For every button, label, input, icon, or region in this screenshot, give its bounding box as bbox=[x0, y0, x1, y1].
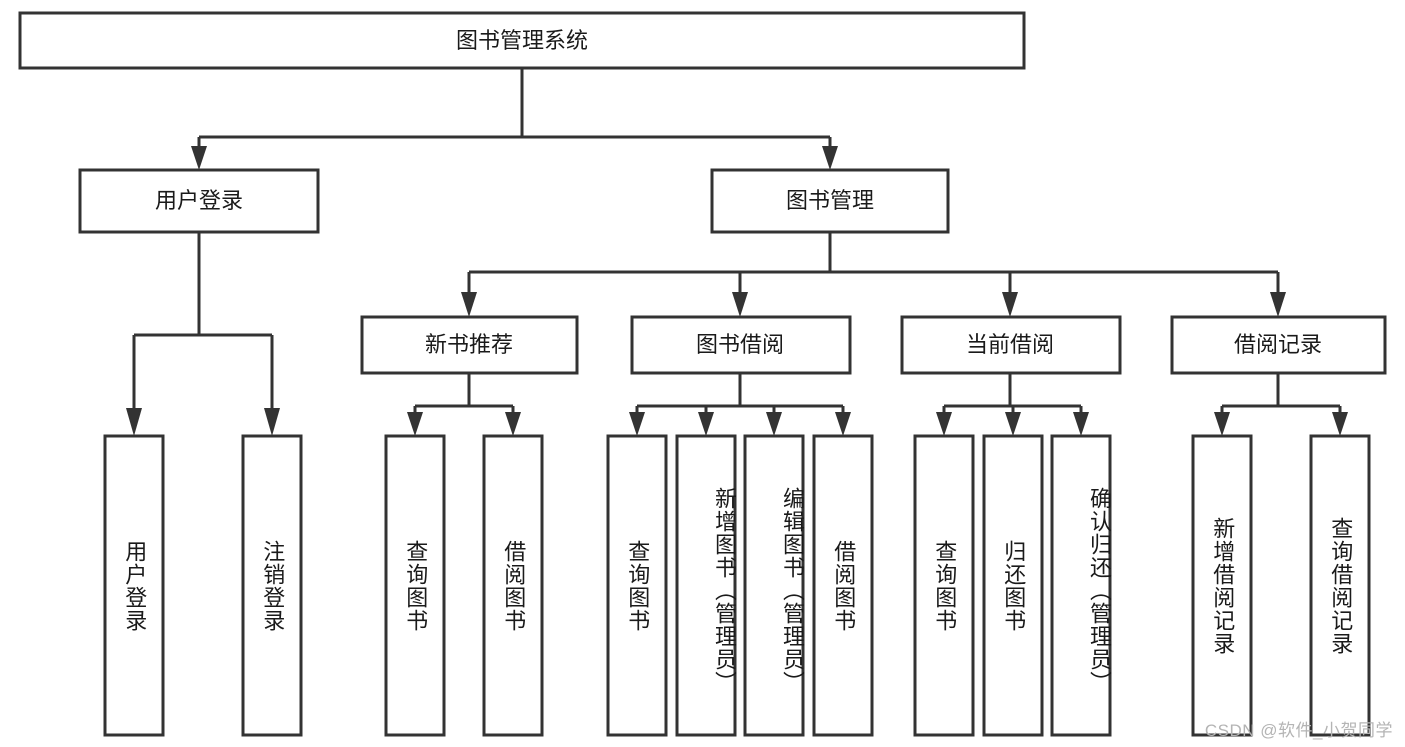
node-leaf-rec-borrow-book-box[interactable] bbox=[482, 434, 544, 737]
node-leaf-borrow-query-book-box[interactable] bbox=[606, 434, 668, 737]
node-leaf-borrow-book-box[interactable] bbox=[812, 434, 874, 737]
arrow-bb-leaf1-icon bbox=[629, 412, 645, 436]
node-root-label: 图书管理系统 bbox=[456, 28, 588, 53]
node-book-borrow-label: 图书借阅 bbox=[696, 332, 784, 357]
node-borrow-record-label: 借阅记录 bbox=[1234, 332, 1322, 357]
node-book-borrow-box[interactable] bbox=[630, 315, 852, 375]
node-user-login-label: 用户登录 bbox=[155, 188, 243, 213]
arrow-nbr-leaf1-icon bbox=[407, 412, 423, 436]
arrow-nbr-leaf2-icon bbox=[505, 412, 521, 436]
node-leaf-rec-query-book-box[interactable] bbox=[384, 434, 446, 737]
node-leaf-borrow-add-book-box[interactable] bbox=[675, 434, 737, 737]
node-book-manage-box[interactable] bbox=[710, 168, 950, 234]
connector-layer bbox=[126, 68, 1348, 436]
node-borrow-record[interactable]: 借阅记录 bbox=[1170, 315, 1387, 375]
arrow-br-leaf1-icon bbox=[1214, 412, 1230, 436]
node-borrow-record-box[interactable] bbox=[1170, 315, 1387, 375]
node-new-book-rec-label: 新书推荐 bbox=[425, 332, 513, 357]
arrow-bb-leaf3-icon bbox=[766, 412, 782, 436]
node-leaf-cur-confirm-return-box[interactable] bbox=[1050, 434, 1112, 737]
node-leaf-user-logout-box[interactable] bbox=[241, 434, 303, 737]
node-leaf-cur-return-book-box[interactable] bbox=[982, 434, 1044, 737]
arrow-ul-leaf1-icon bbox=[126, 408, 142, 436]
node-leaf-rec-add-record-box[interactable] bbox=[1191, 434, 1253, 737]
node-root[interactable]: 图书管理系统 bbox=[18, 11, 1026, 70]
arrow-br-leaf2-icon bbox=[1332, 412, 1348, 436]
node-user-login[interactable]: 用户登录 bbox=[78, 168, 320, 234]
node-user-login-box[interactable] bbox=[78, 168, 320, 234]
leaf-node-layer bbox=[103, 434, 1371, 737]
node-book-borrow[interactable]: 图书借阅 bbox=[630, 315, 852, 375]
node-current-borrow-box[interactable] bbox=[900, 315, 1122, 375]
node-layer: 图书管理系统 用户登录 图书管理 新书推荐 图书借阅 当前 bbox=[18, 11, 1387, 737]
arrow-cb-leaf2-icon bbox=[1005, 412, 1021, 436]
node-book-manage-label: 图书管理 bbox=[786, 188, 874, 213]
node-leaf-rec-query-record-box[interactable] bbox=[1309, 434, 1371, 737]
node-new-book-rec[interactable]: 新书推荐 bbox=[360, 315, 579, 375]
node-current-borrow[interactable]: 当前借阅 bbox=[900, 315, 1122, 375]
node-leaf-borrow-edit-book-box[interactable] bbox=[743, 434, 805, 737]
arrow-root-to-user-login-icon bbox=[191, 146, 207, 170]
node-new-book-rec-box[interactable] bbox=[360, 315, 579, 375]
arrow-bm-current-borrow-icon bbox=[1002, 292, 1018, 317]
arrow-bb-leaf2-icon bbox=[698, 412, 714, 436]
node-book-manage[interactable]: 图书管理 bbox=[710, 168, 950, 234]
arrow-bb-leaf4-icon bbox=[835, 412, 851, 436]
arrow-cb-leaf1-icon bbox=[936, 412, 952, 436]
arrow-ul-leaf2-icon bbox=[264, 408, 280, 436]
arrow-bm-borrow-record-icon bbox=[1270, 292, 1286, 317]
arrow-bm-book-borrow-icon bbox=[732, 292, 748, 317]
arrow-bm-new-book-icon bbox=[461, 292, 477, 317]
node-current-borrow-label: 当前借阅 bbox=[966, 332, 1054, 357]
node-leaf-cur-query-book-box[interactable] bbox=[913, 434, 975, 737]
arrow-cb-leaf3-icon bbox=[1073, 412, 1089, 436]
arrow-root-to-book-manage-icon bbox=[822, 146, 838, 170]
node-leaf-user-login-box[interactable] bbox=[103, 434, 165, 737]
node-root-box[interactable] bbox=[18, 11, 1026, 70]
